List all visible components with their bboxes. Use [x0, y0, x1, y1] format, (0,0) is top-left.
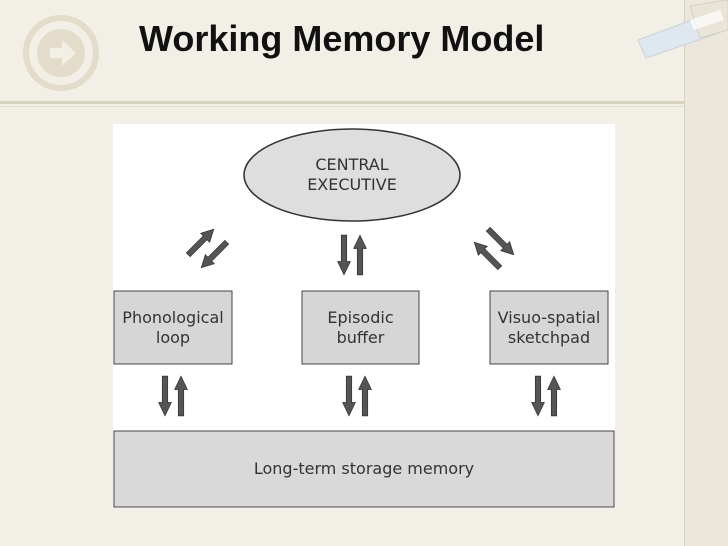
arrow-up — [353, 234, 367, 276]
long-term-memory-label: Long-term storage memory — [253, 459, 475, 478]
episodic-buffer-box — [301, 290, 420, 365]
header-divider-thin — [0, 106, 684, 107]
long-term-memory-box — [113, 430, 615, 508]
arrow-down — [531, 375, 545, 417]
arrow-up — [174, 375, 188, 417]
arrow-up — [547, 375, 561, 417]
phonological-loop-box — [113, 290, 233, 365]
arrow-right-circle-icon[interactable] — [22, 14, 100, 92]
slide-title: Working Memory Model — [139, 18, 545, 59]
arrow-down — [158, 375, 172, 417]
arrow-down — [337, 234, 351, 276]
central-executive-ellipse — [243, 128, 461, 222]
episodic-buffer-label: Episodic buffer — [327, 307, 394, 347]
phonological-loop-label: Phonological loop — [122, 307, 224, 347]
visuo-spatial-sketchpad-label: Visuo-spatial sketchpad — [497, 307, 601, 347]
arrow-down — [342, 375, 356, 417]
tape-icon — [637, 0, 728, 59]
working-memory-diagram: CENTRAL EXECUTIVE Phonological loop Epis… — [113, 124, 615, 508]
arrow-up — [358, 375, 372, 417]
right-margin-strip — [684, 0, 728, 546]
header-divider — [0, 101, 684, 104]
visuo-spatial-sketchpad-box — [489, 290, 609, 365]
central-executive-label: CENTRAL EXECUTIVE — [307, 155, 397, 194]
